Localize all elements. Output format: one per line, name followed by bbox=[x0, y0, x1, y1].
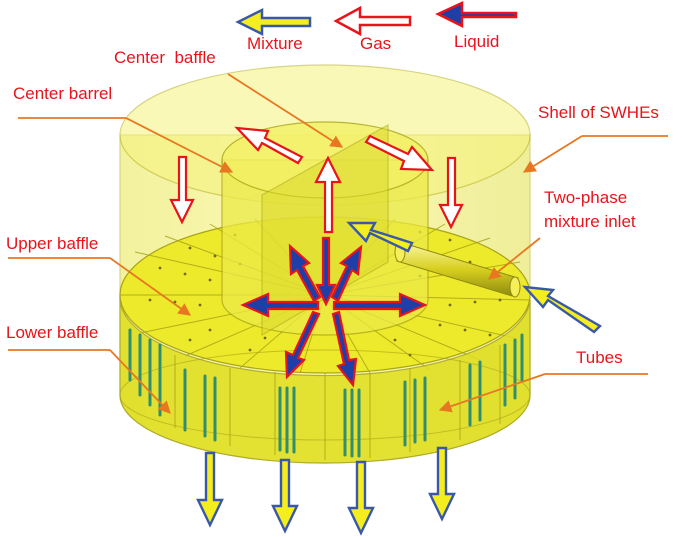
lower-baffle-label: Lower baffle bbox=[6, 323, 99, 342]
upper-baffle-label: Upper baffle bbox=[6, 234, 99, 253]
legend-liquid-label: Liquid bbox=[454, 32, 500, 51]
mixture-flow-arrows bbox=[196, 221, 602, 536]
legend-gas-arrow bbox=[333, 5, 412, 37]
inlet-label-line1: Two-phase bbox=[544, 188, 628, 207]
mixture-inlet-pipe bbox=[394, 241, 521, 298]
leader-lines bbox=[8, 73, 668, 414]
tubes-label: Tubes bbox=[576, 348, 623, 367]
shell-label: Shell of SWHEs bbox=[538, 103, 659, 122]
liquid-flow-arrows bbox=[240, 236, 428, 388]
legend-mixture-arrow bbox=[235, 7, 312, 37]
center-barrel-label: Center barrel bbox=[13, 84, 113, 103]
legend-liquid-arrow bbox=[435, 1, 518, 29]
gas-flow-arrows bbox=[169, 126, 464, 234]
legend-gas-label: Gas bbox=[360, 34, 392, 53]
center-baffle-label: Center baffle bbox=[114, 48, 216, 67]
tubes bbox=[128, 328, 524, 458]
legend-mixture-label: Mixture bbox=[247, 34, 303, 53]
inlet-label-line2: mixture inlet bbox=[544, 212, 636, 231]
